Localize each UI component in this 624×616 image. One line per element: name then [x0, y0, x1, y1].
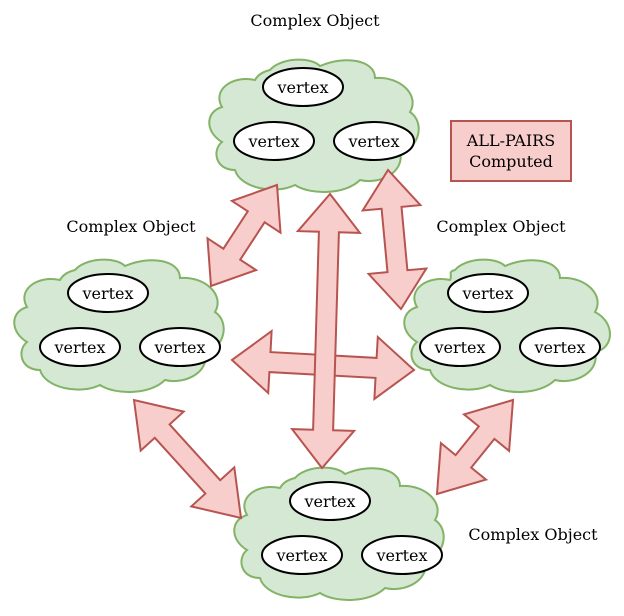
svg-text:vertex: vertex [375, 546, 427, 565]
all-pairs-box: ALL-PAIRS Computed [450, 120, 572, 182]
vertex-bottom-1: vertex [289, 481, 371, 521]
arrow-top-left [206, 183, 282, 288]
label-right-object: Complex Object [436, 217, 566, 236]
vertex-left-2: vertex [39, 327, 121, 367]
label-left-object: Complex Object [66, 217, 196, 236]
vertex-right-1: vertex [447, 273, 529, 313]
vertex-top-2: vertex [233, 121, 315, 161]
vertex-right-2: vertex [419, 327, 501, 367]
arrow-top-right [360, 168, 429, 311]
label-top-object: Complex Object [250, 11, 380, 30]
svg-text:vertex: vertex [276, 78, 328, 97]
svg-text:vertex: vertex [275, 546, 327, 565]
svg-text:vertex: vertex [461, 284, 513, 303]
svg-text:vertex: vertex [247, 132, 299, 151]
arrow-top-bottom [290, 192, 362, 470]
vertex-bottom-2: vertex [261, 535, 343, 575]
svg-text:vertex: vertex [303, 492, 355, 511]
vertex-bottom-3: vertex [361, 535, 443, 575]
vertex-top-3: vertex [333, 121, 415, 161]
label-bottom-object: Complex Object [468, 525, 598, 544]
svg-text:vertex: vertex [153, 338, 205, 357]
svg-text:vertex: vertex [347, 132, 399, 151]
vertex-left-1: vertex [67, 273, 149, 313]
vertex-top-1: vertex [262, 67, 344, 107]
arrow-left-bottom [132, 398, 243, 520]
all-pairs-line1: ALL-PAIRS [466, 131, 555, 150]
all-pairs-line2: Computed [469, 152, 553, 171]
vertex-right-3: vertex [519, 327, 601, 367]
svg-text:vertex: vertex [533, 338, 585, 357]
svg-text:vertex: vertex [81, 284, 133, 303]
svg-text:vertex: vertex [53, 338, 105, 357]
vertex-left-3: vertex [139, 327, 221, 367]
svg-text:vertex: vertex [433, 338, 485, 357]
arrow-right-bottom [435, 398, 515, 496]
